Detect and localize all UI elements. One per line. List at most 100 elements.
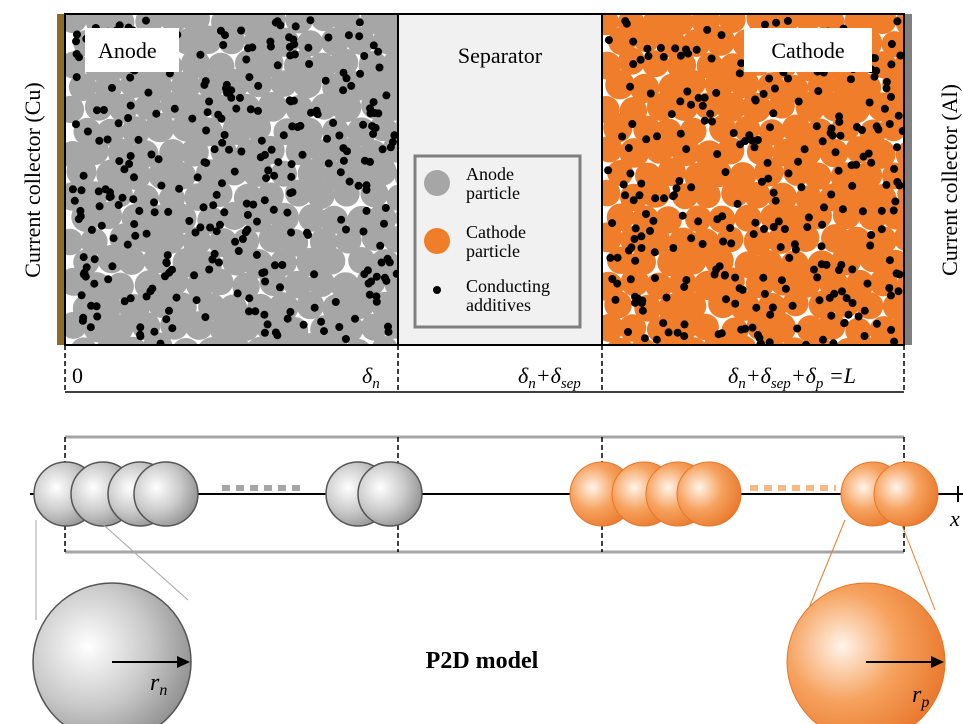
- conducting-additive: [126, 294, 135, 303]
- cathode-particle: [679, 337, 707, 345]
- conducting-additive: [298, 150, 307, 159]
- conducting-additive: [831, 148, 840, 157]
- conducting-additive: [246, 105, 255, 114]
- conducting-additive: [260, 268, 269, 277]
- conducting-additive: [329, 118, 338, 127]
- conducting-additive: [378, 145, 387, 154]
- conducting-additive: [120, 297, 129, 306]
- conducting-additive: [618, 132, 627, 141]
- conducting-additive: [372, 292, 381, 301]
- anode-particle: [347, 338, 370, 345]
- conducting-additive: [188, 114, 197, 123]
- conducting-additive: [885, 284, 894, 292]
- conducting-additive: [335, 323, 344, 331]
- anode-sphere: [357, 461, 423, 527]
- anode-particle: [121, 116, 151, 145]
- cathode-particle: [602, 222, 623, 253]
- conducting-additive: [644, 52, 653, 61]
- conducting-additive: [130, 220, 139, 229]
- conducting-additive: [867, 231, 876, 239]
- conducting-additive: [374, 109, 383, 118]
- cathode-particle: [744, 181, 771, 209]
- conducting-additive: [887, 60, 896, 69]
- conducting-additive: [733, 199, 742, 208]
- conducting-additive: [150, 327, 159, 336]
- conducting-additive: [866, 241, 875, 250]
- conducting-additive: [214, 258, 223, 267]
- conducting-additive: [887, 325, 896, 334]
- conducting-additive: [717, 329, 726, 338]
- conducting-additive: [825, 293, 834, 302]
- cathode-particle: [795, 91, 826, 122]
- anode-particle: [107, 138, 137, 167]
- cathode-particle: [669, 91, 699, 121]
- cathode-particle: [654, 206, 682, 234]
- conducting-additive: [114, 201, 123, 209]
- conducting-additive: [858, 126, 866, 134]
- conducting-additive: [687, 100, 695, 109]
- conducting-additive: [788, 301, 797, 310]
- conducting-additive: [613, 279, 622, 288]
- legend-additive-line2: additives: [466, 295, 531, 315]
- conducting-additive: [660, 194, 668, 203]
- conducting-additive: [863, 279, 872, 288]
- conducting-additive: [834, 166, 843, 175]
- anode-particle: [373, 26, 398, 55]
- anode-particle: [118, 247, 146, 275]
- conducting-additive: [749, 230, 758, 239]
- conducting-additive: [388, 138, 397, 146]
- conducting-additive: [672, 184, 681, 193]
- conducting-additive: [887, 40, 896, 48]
- conducting-additive: [242, 55, 251, 64]
- rn-arrowhead: [177, 656, 190, 668]
- conducting-additive: [619, 180, 628, 189]
- conducting-additive: [237, 147, 246, 156]
- conducting-additive: [219, 41, 228, 49]
- conducting-additive: [339, 144, 348, 153]
- conducting-additive: [257, 136, 266, 145]
- conducting-additive: [95, 136, 104, 145]
- anode-particle: [320, 205, 349, 234]
- conducting-additive: [827, 190, 836, 199]
- conducting-additive: [717, 31, 726, 40]
- conducting-additive: [264, 166, 273, 175]
- conducting-additive: [351, 314, 359, 323]
- conducting-additive: [819, 335, 827, 344]
- anode-particle: [247, 336, 274, 345]
- conducting-additive: [731, 273, 740, 282]
- conducting-additive: [676, 97, 685, 106]
- conducting-additive: [360, 156, 369, 165]
- conducting-additive: [684, 49, 693, 58]
- conducting-additive: [168, 324, 177, 333]
- cathode-particle: [791, 268, 821, 298]
- cathode-particle: [817, 312, 846, 341]
- conducting-additive: [201, 313, 210, 322]
- anode-particle: [386, 184, 398, 212]
- conducting-additive: [729, 129, 738, 137]
- conducting-additive: [372, 272, 381, 281]
- anode-particle: [81, 181, 108, 209]
- conducting-additive: [227, 86, 236, 95]
- conducting-additive: [360, 52, 369, 60]
- cathode-particle: [709, 115, 737, 143]
- conducting-additive: [360, 270, 369, 279]
- cu-current-collector: [57, 14, 65, 345]
- anode-particle: [65, 95, 85, 123]
- conducting-additive: [286, 51, 295, 60]
- conducting-additive: [867, 158, 876, 167]
- conducting-additive: [794, 157, 803, 166]
- cathode-particle: [882, 292, 904, 320]
- conducting-additive: [83, 127, 92, 136]
- conducting-additive: [287, 172, 296, 181]
- left-collector-label: Current collector (Cu): [20, 82, 45, 278]
- cathode-particle: [880, 114, 904, 142]
- anode-particle: [310, 139, 339, 167]
- anode-particle: [222, 247, 251, 276]
- conducting-additive: [698, 240, 707, 248]
- conducting-additive: [154, 155, 163, 164]
- anode-particle: [270, 70, 298, 97]
- conducting-additive: [109, 234, 118, 243]
- anode-particle: [292, 69, 322, 99]
- conducting-additive: [854, 312, 863, 321]
